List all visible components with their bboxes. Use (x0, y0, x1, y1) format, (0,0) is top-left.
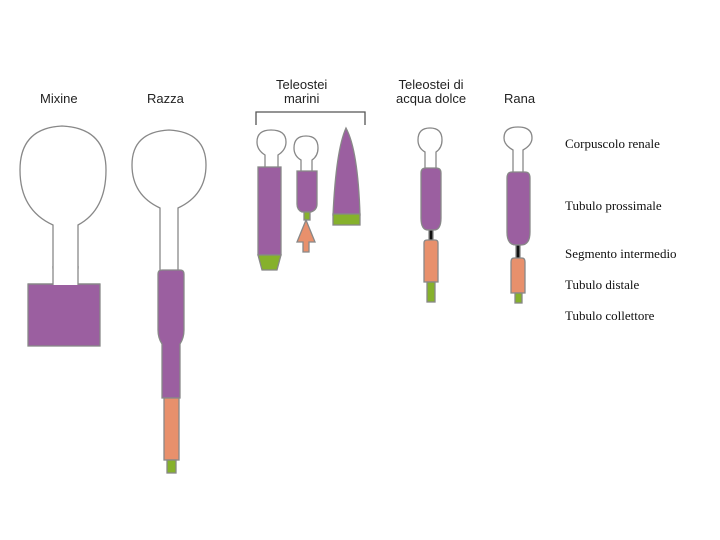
marini-b-collecting (303, 211, 311, 221)
marini-c-proximal (332, 126, 361, 216)
header-rana: Rana (504, 91, 536, 106)
header-teleostei-dolce-line2: acqua dolce (396, 91, 467, 106)
marini-b-proximal (296, 170, 318, 213)
header-mixine: Mixine (40, 91, 78, 106)
legend-tubulo-collettore: Tubulo collettore (565, 308, 655, 323)
marini-b-arrow (296, 218, 316, 253)
razza-corpuscle (131, 129, 207, 273)
teleostei-marini-bracket (255, 111, 366, 125)
razza-collecting (166, 459, 177, 474)
marini-b-corpuscle (293, 135, 319, 173)
nephron-rana (503, 126, 533, 304)
legend-corpuscolo-renale: Corpuscolo renale (565, 136, 660, 151)
nephron-razza (131, 129, 207, 474)
mixine-proximal (27, 283, 101, 347)
dolce-proximal (420, 167, 442, 231)
header-teleostei-marini-line2: marini (283, 91, 320, 106)
dolce-distal (423, 239, 439, 283)
legend-tubulo-distale: Tubulo distale (565, 277, 640, 292)
nephron-marini-b (293, 135, 319, 253)
marini-a-corpuscle (256, 129, 287, 169)
nephron-mixine (19, 125, 107, 347)
legend-segmento-intermedio: Segmento intermedio (565, 246, 677, 261)
dolce-corpuscle (417, 127, 443, 171)
marini-c-collecting (332, 213, 361, 226)
header-teleostei-dolce: Teleostei di acqua dolce (396, 78, 466, 106)
header-teleostei-marini-line1: Teleostei (276, 77, 328, 92)
dolce-collecting (426, 281, 436, 303)
header-teleostei-marini: Teleostei marini (276, 78, 327, 106)
rana-distal (510, 257, 526, 294)
header-razza: Razza (147, 91, 184, 106)
marini-a-collecting (257, 254, 282, 271)
mixine-neck-outline (28, 266, 100, 285)
marini-a-proximal (257, 166, 282, 256)
mixine-neck (53, 266, 78, 285)
razza-distal (163, 397, 180, 461)
header-teleostei-dolce-line1: Teleostei di (398, 77, 464, 92)
rana-collecting (514, 292, 523, 304)
nephron-marini-a (256, 129, 287, 271)
nephron-marini-c (332, 126, 361, 226)
mixine-corpuscle (19, 125, 107, 269)
rana-corpuscle (503, 126, 533, 174)
razza-proximal (157, 269, 185, 399)
rana-intermediate (515, 244, 521, 260)
rana-proximal (506, 171, 531, 246)
legend-tubulo-prossimale: Tubulo prossimale (565, 198, 662, 213)
nephron-acqua-dolce (417, 127, 443, 303)
